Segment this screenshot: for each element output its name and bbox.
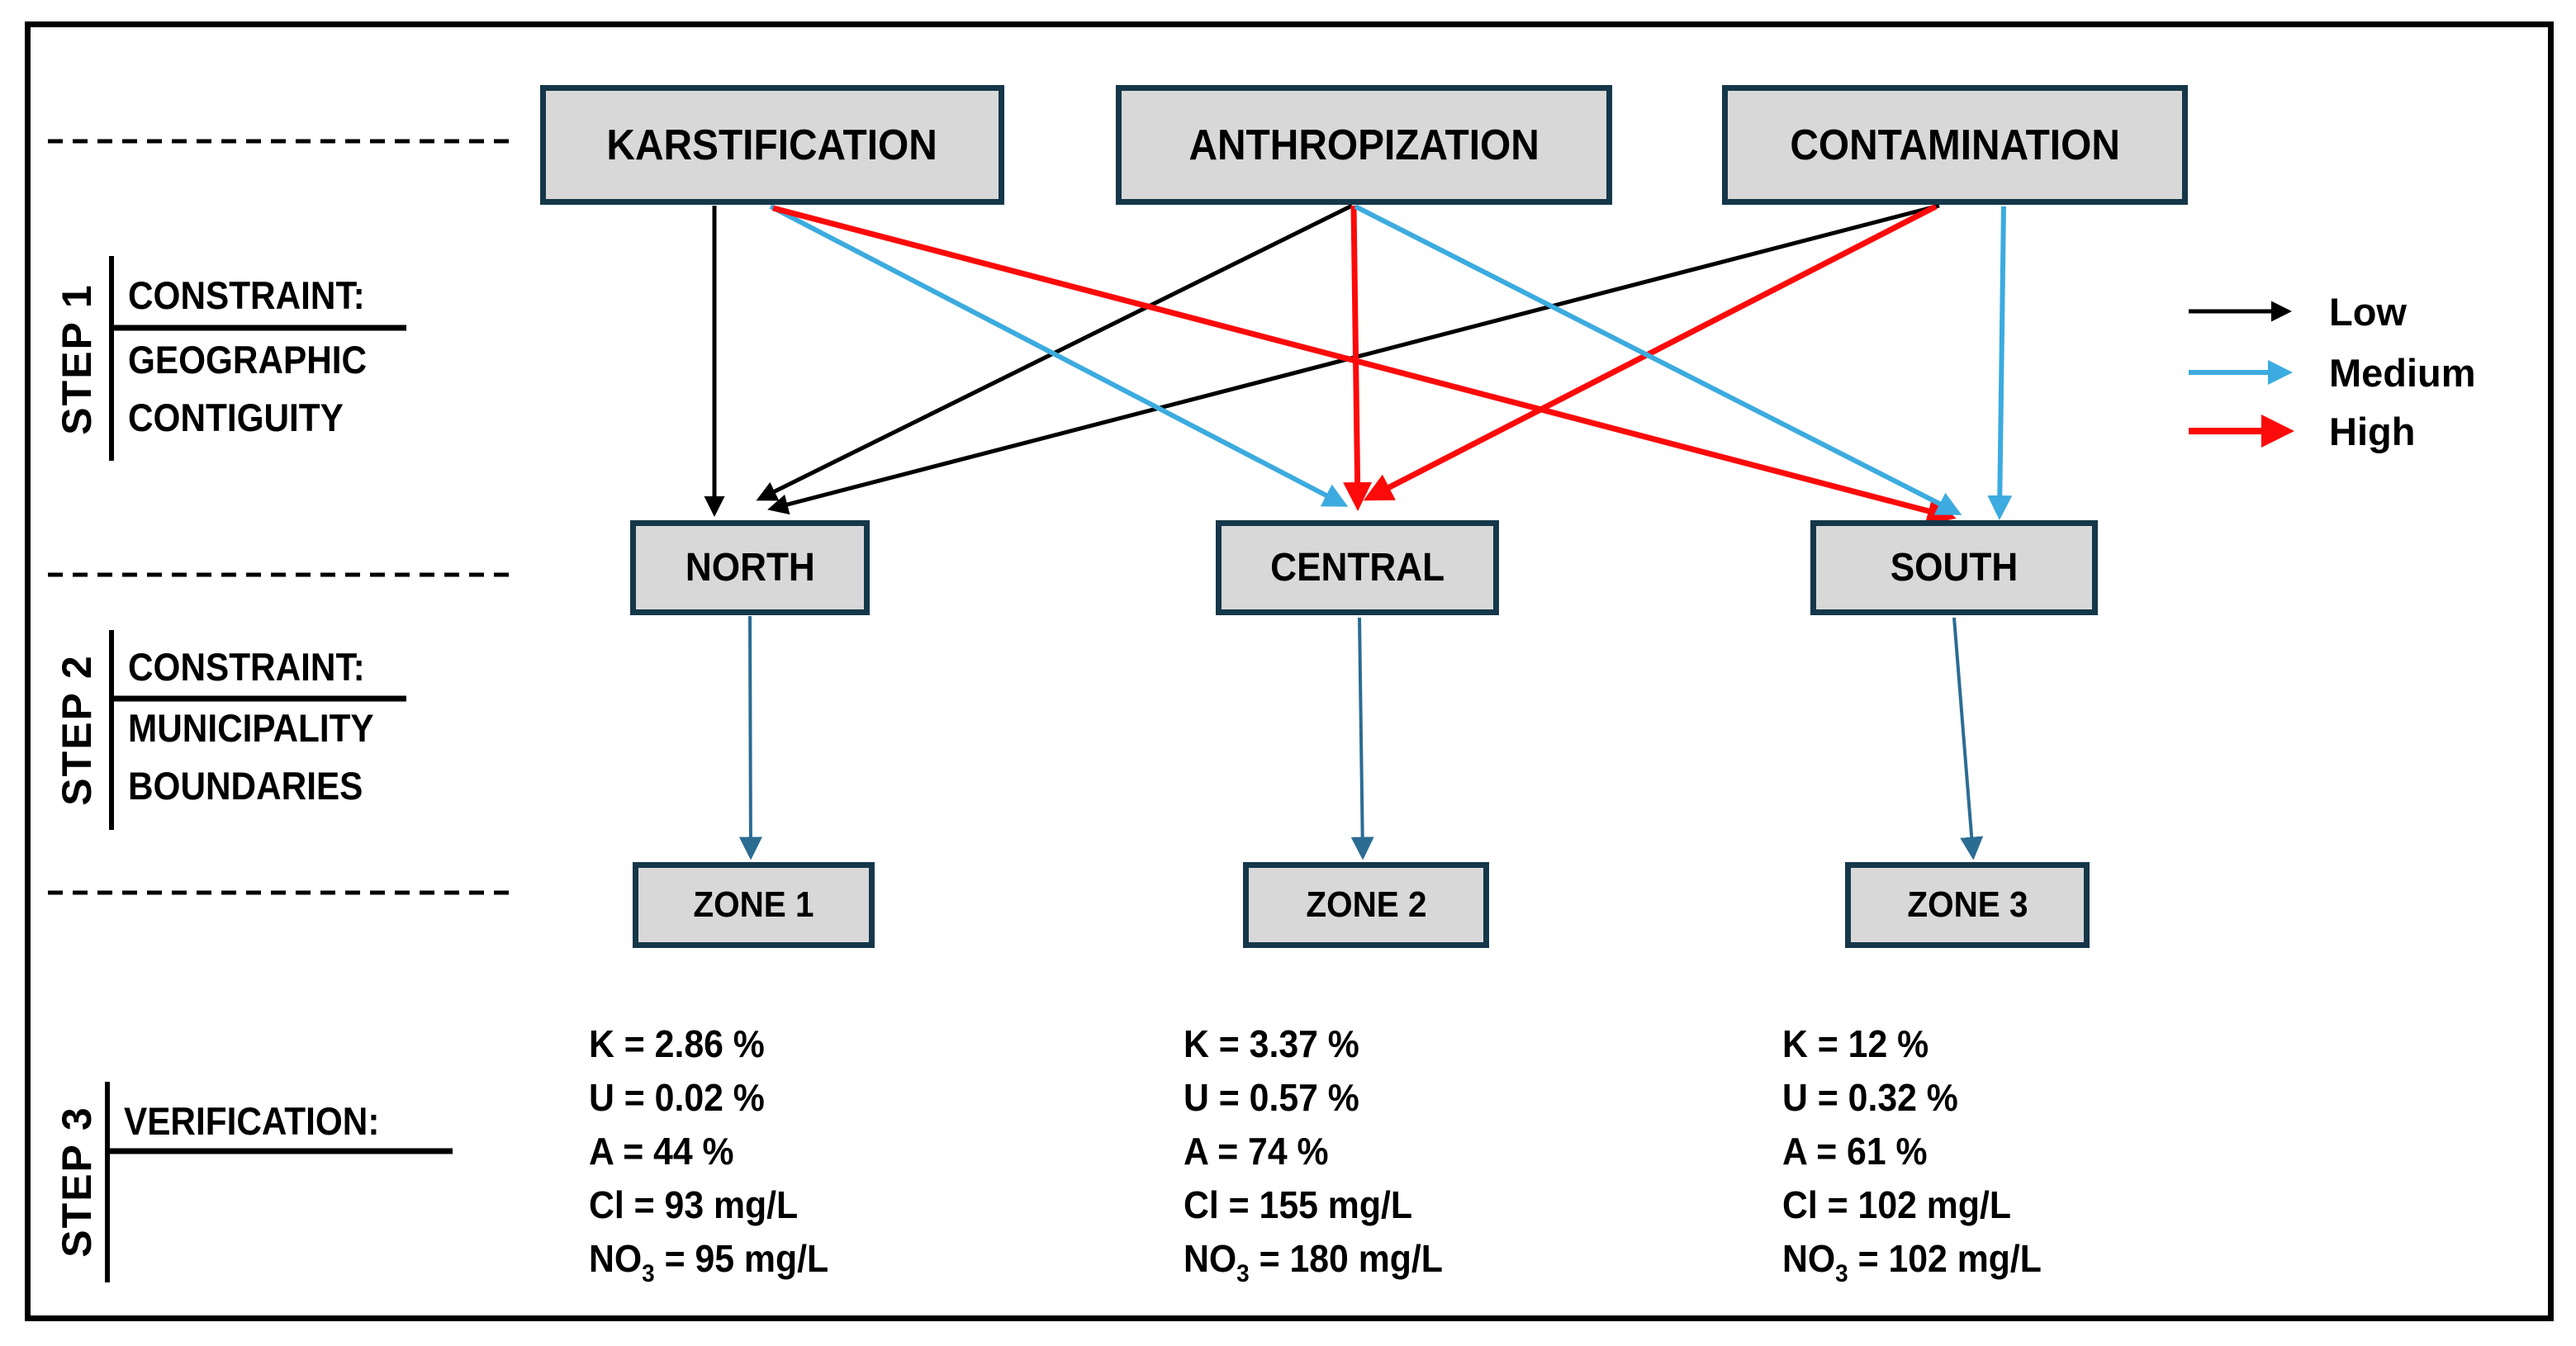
step2-heading: CONSTRAINT:	[128, 645, 365, 689]
step1-arrows	[704, 203, 2013, 525]
no3-symbol: NO	[589, 1237, 643, 1280]
region-box-central: CENTRAL	[1216, 520, 1499, 615]
step1-line-2: CONTIGUITY	[128, 396, 344, 439]
step1-rotated-label: STEP 1	[54, 283, 100, 435]
zone-box-1: ZONE 1	[633, 862, 875, 948]
verif-z3-u: U = 0.32 %	[1782, 1076, 1958, 1119]
legend-arrows	[2189, 301, 2294, 448]
legend-label-high: High	[2329, 410, 2416, 453]
no3-subscript: 3	[1236, 1260, 1250, 1287]
factor-box-anthropization: ANTHROPIZATION	[1116, 85, 1612, 205]
no3-subscript: 3	[642, 1260, 655, 1287]
zone-box-3: ZONE 3	[1845, 862, 2090, 948]
arrow-anthropization-to-south	[1354, 204, 1962, 515]
no3-value: = 95 mg/L	[654, 1237, 829, 1280]
zone-label: ZONE 2	[1305, 884, 1427, 925]
no3-symbol: NO	[1782, 1237, 1836, 1280]
verif-z1-cl: Cl = 93 mg/L	[589, 1183, 799, 1226]
factor-label: ANTHROPIZATION	[1188, 121, 1539, 169]
region-box-south: SOUTH	[1810, 520, 2098, 615]
verif-z2-no3: NO3 = 180 mg/L	[1184, 1236, 1443, 1288]
no3-subscript: 3	[1835, 1260, 1848, 1287]
region-box-north: NORTH	[630, 520, 870, 615]
zone-label: ZONE 1	[693, 884, 814, 925]
verif-z1-k: K = 2.86 %	[589, 1022, 765, 1065]
step2-line-1: MUNICIPALITY	[128, 706, 374, 750]
step3-rotated-label: STEP 3	[54, 1106, 100, 1258]
arrow-karstification-to-central	[769, 204, 1349, 507]
factor-label: KARSTIFICATION	[606, 121, 938, 169]
verif-z2-a: A = 74 %	[1184, 1130, 1329, 1173]
factor-label: CONTAMINATION	[1790, 121, 2120, 169]
no3-value: = 102 mg/L	[1848, 1237, 2042, 1280]
arrow-south-to-zone3	[1952, 617, 1984, 860]
zone-box-2: ZONE 2	[1243, 862, 1489, 948]
verif-z3-cl: Cl = 102 mg/L	[1782, 1183, 2011, 1226]
arrow-contamination-to-central	[1363, 203, 1938, 501]
verif-z3-a: A = 61 %	[1782, 1130, 1928, 1173]
step2-rotated-label: STEP 2	[54, 654, 100, 806]
factor-box-contamination: CONTAMINATION	[1722, 85, 2188, 205]
arrow-contamination-to-south	[1987, 206, 2013, 520]
legend-label-low: Low	[2329, 290, 2407, 334]
zone-label: ZONE 3	[1906, 884, 2028, 925]
arrow-karstification-to-south	[772, 205, 1957, 525]
verif-z3-k: K = 12 %	[1782, 1022, 1929, 1065]
region-label: NORTH	[685, 546, 815, 590]
verif-z2-cl: Cl = 155 mg/L	[1184, 1183, 1412, 1226]
no3-symbol: NO	[1184, 1237, 1237, 1280]
legend-label-medium: Medium	[2329, 351, 2476, 395]
step3-heading: VERIFICATION:	[124, 1099, 380, 1143]
factor-box-karstification: KARSTIFICATION	[540, 85, 1004, 205]
verif-z1-a: A = 44 %	[589, 1130, 734, 1173]
arrow-anthropization-to-central	[1343, 205, 1373, 511]
step1-line-1: GEOGRAPHIC	[128, 338, 368, 382]
arrow-north-to-zone1	[738, 615, 762, 860]
verif-z2-k: K = 3.37 %	[1184, 1022, 1359, 1065]
region-label: CENTRAL	[1270, 546, 1445, 590]
outer-border	[25, 21, 2554, 1321]
verif-z2-u: U = 0.57 %	[1184, 1076, 1359, 1119]
step2-line-2: BOUNDARIES	[128, 764, 363, 808]
verif-z3-no3: NO3 = 102 mg/L	[1782, 1236, 2042, 1288]
arrow-central-to-zone2	[1350, 617, 1374, 860]
verif-z1-u: U = 0.02 %	[589, 1076, 765, 1119]
no3-value: = 180 mg/L	[1249, 1237, 1443, 1280]
step1-heading: CONSTRAINT:	[128, 273, 365, 317]
region-to-zone-arrows	[738, 615, 1984, 860]
verif-z1-no3: NO3 = 95 mg/L	[589, 1236, 828, 1288]
region-label: SOUTH	[1890, 546, 2019, 590]
